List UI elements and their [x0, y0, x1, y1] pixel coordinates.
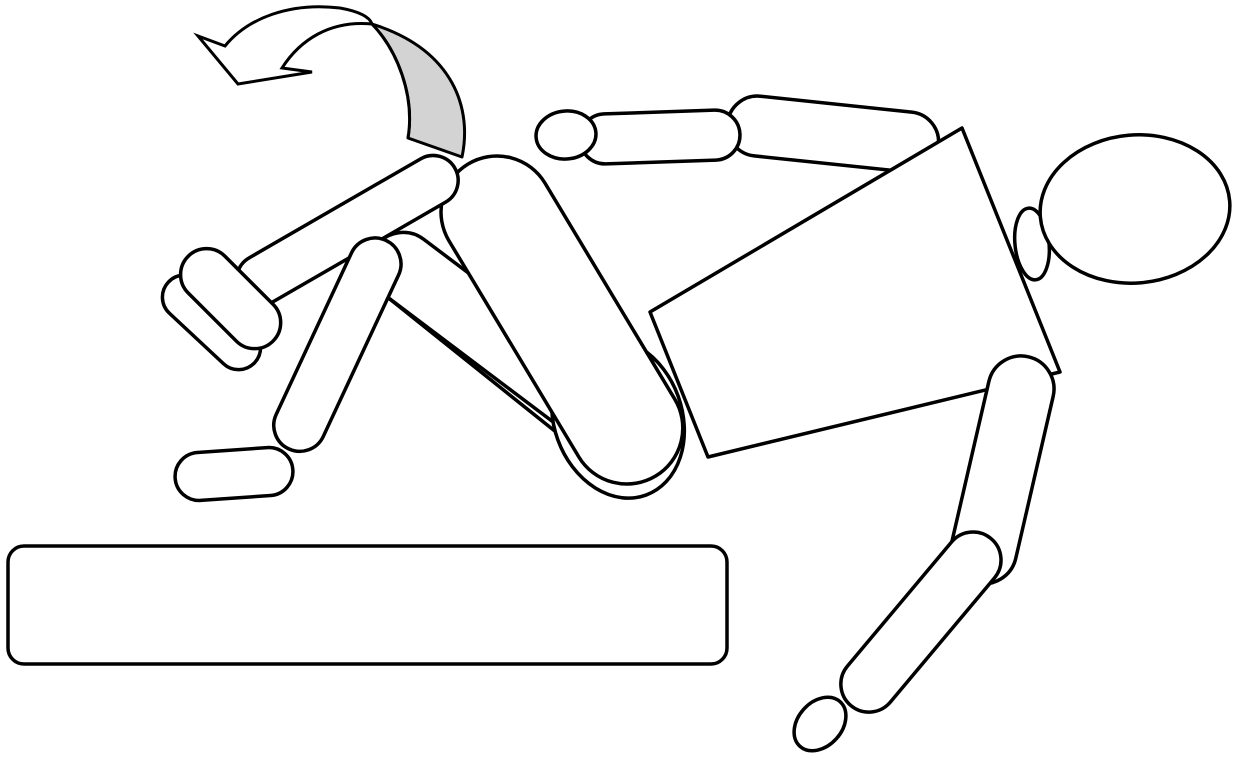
platform-block [8, 546, 727, 664]
top-arm [534, 93, 942, 175]
top-forearm [579, 109, 741, 165]
curved-arrow-icon [198, 7, 465, 157]
bottom-forearm [829, 521, 1012, 724]
head [1034, 127, 1235, 291]
far-foot-lower [173, 446, 294, 502]
